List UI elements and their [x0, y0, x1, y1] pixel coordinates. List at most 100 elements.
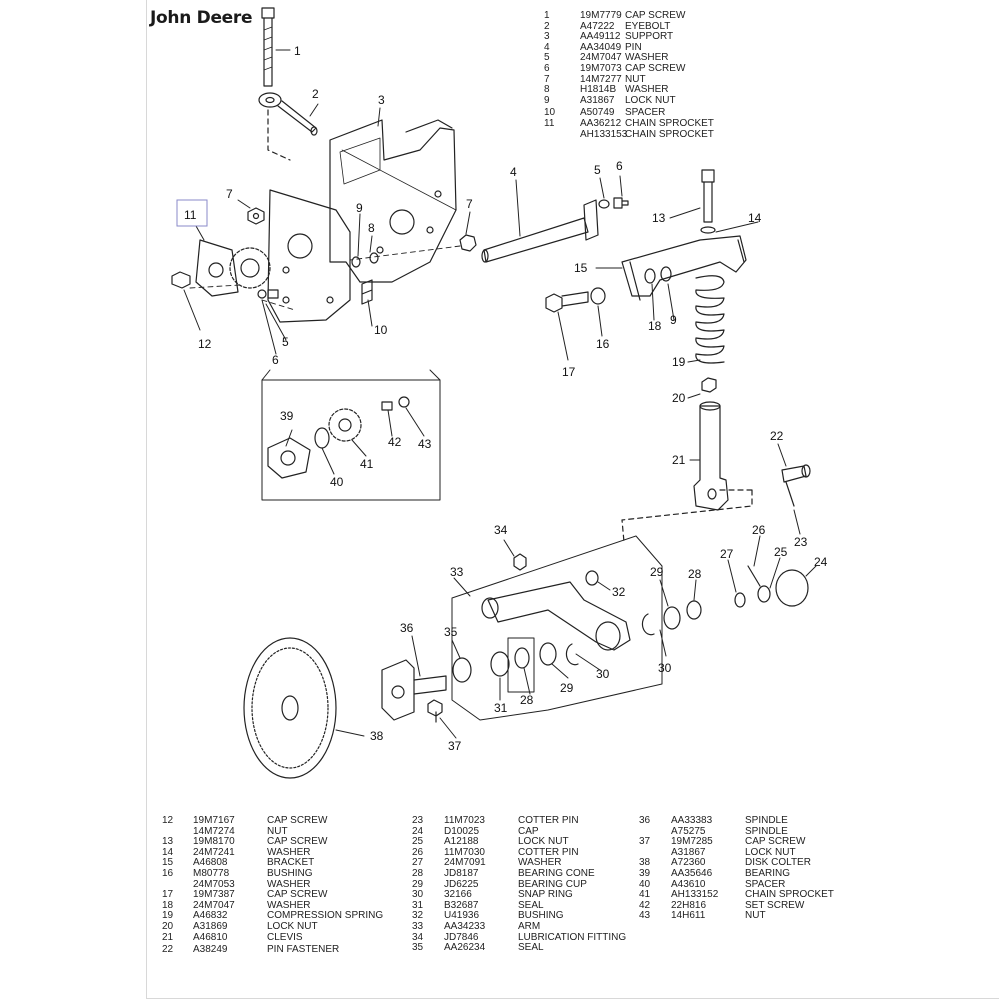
sprocket-41-part: [328, 408, 362, 442]
washer-27-part: [734, 592, 746, 608]
bushing-32-part: [585, 570, 599, 586]
callout-5a: 5: [594, 163, 601, 177]
callout-18: 18: [648, 319, 662, 333]
callout-4: 4: [510, 165, 517, 179]
callout-9a: 9: [356, 201, 363, 215]
callout-12: 12: [198, 337, 212, 351]
support-part: [329, 119, 457, 283]
callout-35: 35: [444, 625, 458, 639]
callout-34: 34: [494, 523, 508, 537]
callout-11: 11: [184, 208, 197, 222]
nut-part-2: [459, 234, 477, 252]
cap-part: [775, 569, 809, 607]
nut-43-part: [398, 396, 410, 408]
cap-screw-small-part: [613, 197, 629, 209]
callout-38: 38: [370, 729, 384, 743]
bearing-cone-part: [514, 647, 530, 669]
callout-6a: 6: [616, 159, 623, 173]
callout-13: 13: [652, 211, 666, 225]
callout-33: 33: [450, 565, 464, 579]
arm-part: [481, 581, 631, 651]
callout-39: 39: [280, 409, 294, 423]
cap-screw-part: [261, 7, 275, 87]
callout-labels: 1 2 3 4 5 6 7 7 9 8 10 11 12 5 6 13 14 1…: [184, 44, 828, 753]
cap-screw-13-part: [701, 169, 715, 223]
washer-part: [598, 199, 610, 209]
callout-29b: 29: [560, 681, 574, 695]
callout-41: 41: [360, 457, 374, 471]
callout-30b: 30: [658, 661, 672, 675]
callout-3: 3: [378, 93, 385, 107]
callout-32: 32: [612, 585, 626, 599]
callout-11-box: [176, 199, 208, 227]
disk-colter-part: [243, 637, 337, 779]
callout-20: 20: [672, 391, 686, 405]
callout-43: 43: [418, 437, 432, 451]
callout-28b: 28: [520, 693, 534, 707]
callout-14: 14: [748, 211, 762, 225]
compression-spring-part: [695, 275, 725, 364]
lock-nut-25-part: [757, 585, 771, 603]
callout-37: 37: [448, 739, 462, 753]
callout-17: 17: [562, 365, 576, 379]
callout-7b: 7: [466, 197, 473, 211]
callout-9b: 9: [670, 313, 677, 327]
callout-27: 27: [720, 547, 734, 561]
chain-sprocket-part: [195, 239, 271, 297]
callout-29a: 29: [650, 565, 664, 579]
bearing-cup-part-2: [663, 606, 681, 630]
spacer-40-part: [314, 427, 330, 449]
callout-42: 42: [388, 435, 402, 449]
callout-7a: 7: [226, 187, 233, 201]
callout-26: 26: [752, 523, 766, 537]
callout-10: 10: [374, 323, 388, 337]
callout-6b: 6: [272, 353, 279, 367]
cap-screw-37-part: [427, 699, 443, 723]
lubrication-fitting-part: [513, 553, 527, 571]
cap-screw-17-part: [545, 291, 589, 313]
callout-22: 22: [770, 429, 784, 443]
callout-31: 31: [494, 701, 508, 715]
callout-8: 8: [368, 221, 375, 235]
